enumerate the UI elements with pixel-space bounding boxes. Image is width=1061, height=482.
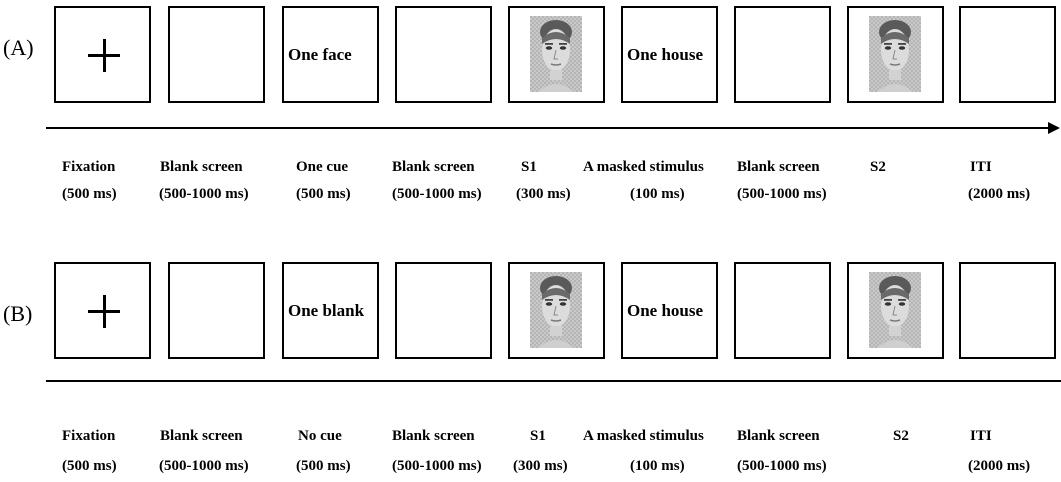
face-image bbox=[530, 272, 582, 353]
event-duration: (100 ms) bbox=[630, 458, 685, 474]
cue-text: One blank bbox=[288, 300, 365, 320]
stimulus-frame-blank bbox=[959, 6, 1056, 103]
event-duration: (300 ms) bbox=[513, 458, 568, 474]
timeline-axis bbox=[46, 127, 1049, 129]
event-label: A masked stimulus bbox=[583, 428, 704, 444]
stimulus-frame-text: One house bbox=[621, 6, 718, 103]
timeline-arrow-icon bbox=[1048, 122, 1060, 134]
stimulus-frame-blank bbox=[395, 262, 492, 359]
event-label: S1 bbox=[530, 428, 546, 444]
event-label: S2 bbox=[893, 428, 909, 444]
event-label: Blank screen bbox=[737, 159, 820, 175]
event-duration: (300 ms) bbox=[516, 186, 571, 202]
stimulus-frame-face bbox=[508, 6, 605, 103]
panel-label: (B) bbox=[3, 301, 33, 326]
event-label: A masked stimulus bbox=[583, 159, 704, 175]
stimulus-frame-face bbox=[847, 262, 944, 359]
face-image bbox=[869, 272, 921, 353]
timeline-axis bbox=[46, 380, 1061, 382]
event-duration: (500 ms) bbox=[62, 458, 117, 474]
face-image bbox=[530, 16, 582, 97]
event-label: Blank screen bbox=[392, 428, 475, 444]
event-duration: (2000 ms) bbox=[968, 186, 1031, 202]
event-label: Blank screen bbox=[392, 159, 475, 175]
cue-text: One face bbox=[288, 44, 352, 64]
event-label: Blank screen bbox=[160, 159, 243, 175]
event-label: ITI bbox=[970, 428, 992, 444]
panel-label: (A) bbox=[3, 35, 34, 60]
event-duration: (500 ms) bbox=[296, 458, 351, 474]
event-duration: (500-1000 ms) bbox=[159, 186, 249, 202]
stimulus-frame-blank bbox=[168, 6, 265, 103]
stimulus-frame-blank bbox=[734, 6, 831, 103]
event-duration: (500 ms) bbox=[62, 186, 117, 202]
event-duration: (2000 ms) bbox=[968, 458, 1031, 474]
event-duration: (500-1000 ms) bbox=[737, 458, 827, 474]
event-label: ITI bbox=[970, 159, 992, 175]
event-label: S2 bbox=[870, 159, 886, 175]
event-label: Blank screen bbox=[737, 428, 820, 444]
event-duration: (500 ms) bbox=[296, 186, 351, 202]
stimulus-frame-face bbox=[847, 6, 944, 103]
stimulus-frame-text: One blank bbox=[282, 262, 379, 359]
event-label: One cue bbox=[296, 159, 349, 175]
stimulus-frame-face bbox=[508, 262, 605, 359]
face-image bbox=[869, 16, 921, 97]
fixation-cross-icon bbox=[88, 295, 120, 328]
event-label: Fixation bbox=[62, 159, 116, 175]
stimulus-frame-blank bbox=[734, 262, 831, 359]
stimulus-frame-fixation bbox=[54, 262, 151, 359]
event-duration: (500-1000 ms) bbox=[737, 186, 827, 202]
event-label: S1 bbox=[521, 159, 537, 175]
stimulus-frame-blank bbox=[959, 262, 1056, 359]
stimulus-frame-text: One face bbox=[282, 6, 379, 103]
stimulus-frame-fixation bbox=[54, 6, 151, 103]
event-duration: (500-1000 ms) bbox=[392, 186, 482, 202]
cue-text: One house bbox=[627, 44, 704, 64]
cue-text: One house bbox=[627, 300, 704, 320]
event-label: Blank screen bbox=[160, 428, 243, 444]
event-duration: (500-1000 ms) bbox=[159, 458, 249, 474]
fixation-cross-icon bbox=[88, 39, 120, 72]
stimulus-frame-blank bbox=[168, 262, 265, 359]
event-duration: (500-1000 ms) bbox=[392, 458, 482, 474]
event-label: Fixation bbox=[62, 428, 116, 444]
stimulus-frame-blank bbox=[395, 6, 492, 103]
event-label: No cue bbox=[298, 428, 342, 444]
event-duration: (100 ms) bbox=[630, 186, 685, 202]
stimulus-frame-text: One house bbox=[621, 262, 718, 359]
